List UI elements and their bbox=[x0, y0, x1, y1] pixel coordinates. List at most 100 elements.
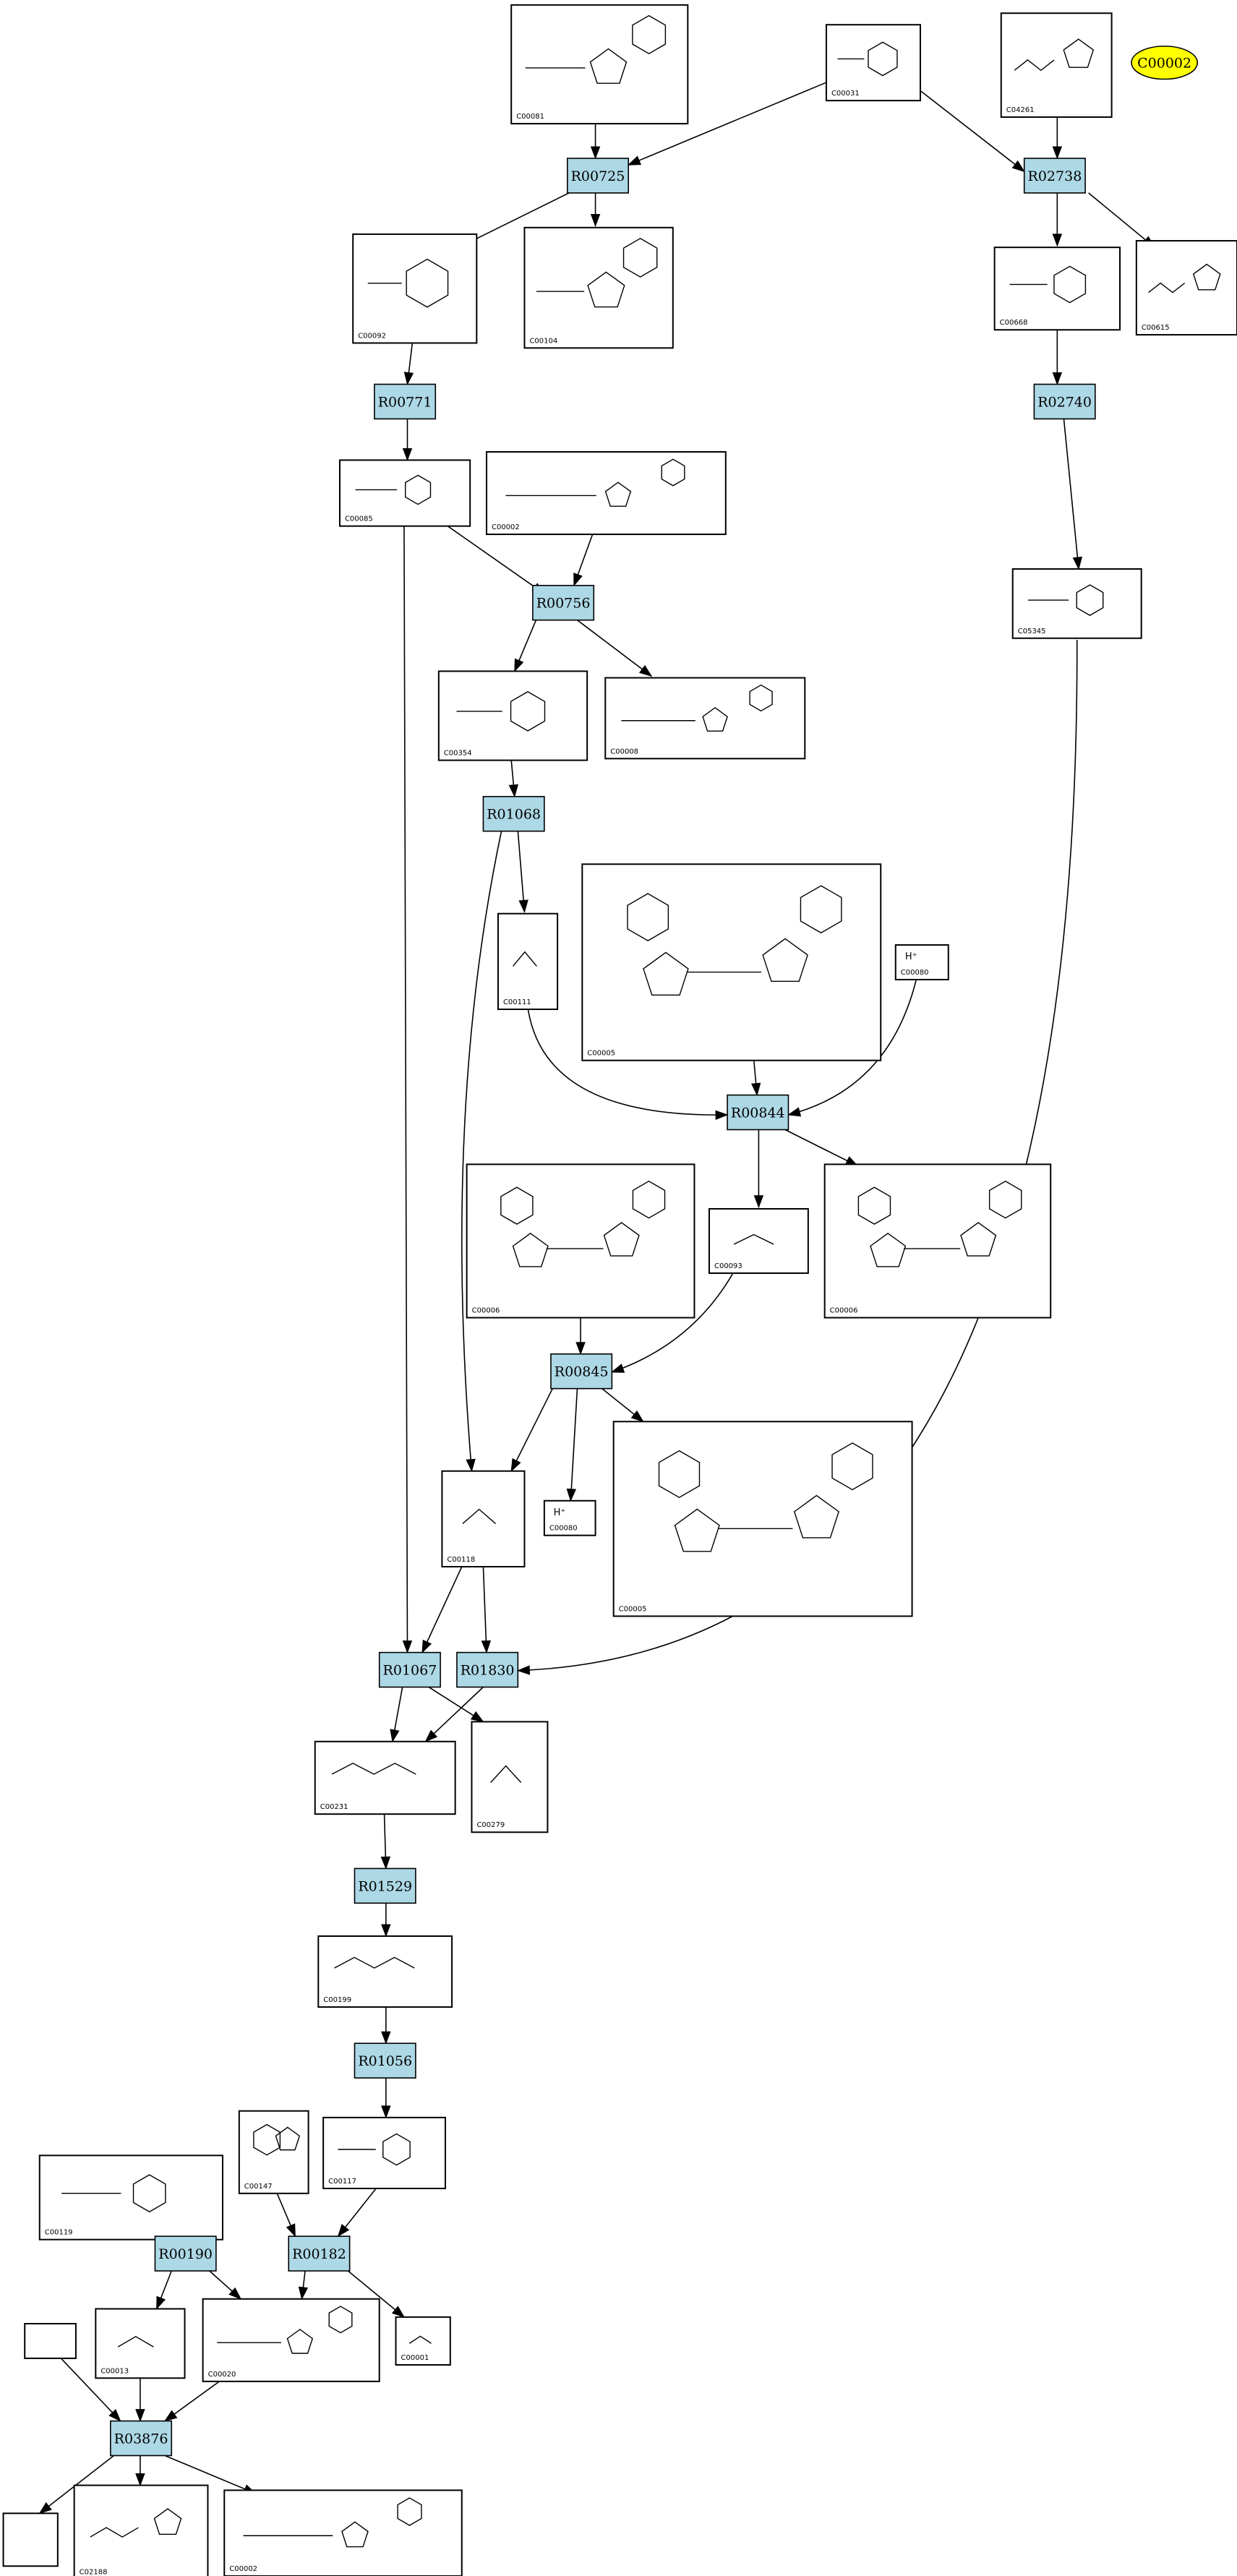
compound-node[interactable]: C00147 bbox=[238, 2110, 309, 2194]
compound-node[interactable]: C00006 bbox=[466, 1163, 695, 1319]
compound-node[interactable]: C00020 bbox=[202, 2298, 380, 2382]
compound-node[interactable] bbox=[2, 2512, 59, 2567]
reaction-box bbox=[1023, 158, 1086, 194]
reaction-node[interactable]: R01067 bbox=[378, 1651, 441, 1688]
compound-node[interactable]: C04261 bbox=[1000, 12, 1113, 118]
compound-box bbox=[317, 1935, 453, 2008]
compound-node[interactable]: C02188 bbox=[73, 2484, 209, 2576]
compound-id: C00118 bbox=[447, 1556, 475, 1564]
pathway-edge bbox=[155, 2270, 173, 2310]
compound-node[interactable]: H⁺C00080 bbox=[543, 1499, 596, 1536]
reaction-node[interactable]: R00845 bbox=[550, 1353, 613, 1390]
pathway-edge bbox=[516, 640, 1078, 1675]
compound-node[interactable] bbox=[24, 2322, 77, 2359]
compound-node[interactable]: C00005 bbox=[581, 863, 882, 1061]
structure-glyph bbox=[253, 2123, 301, 2156]
compound-id: C00006 bbox=[472, 1307, 500, 1315]
pathway-edge bbox=[380, 1814, 391, 1870]
compound-node[interactable]: C00085 bbox=[338, 459, 471, 527]
compound-box bbox=[523, 226, 674, 349]
reaction-node[interactable]: R00182 bbox=[288, 2235, 351, 2272]
compound-node[interactable]: C00354 bbox=[437, 670, 588, 761]
compound-node[interactable]: H⁺C00080 bbox=[894, 944, 949, 980]
compound-box bbox=[1011, 568, 1142, 639]
reaction-box bbox=[532, 584, 595, 621]
compound-id: C00005 bbox=[619, 1605, 647, 1613]
arrowhead bbox=[510, 1458, 521, 1472]
compound-node[interactable]: C05345 bbox=[1011, 568, 1142, 639]
compound-node[interactable]: C00031 bbox=[825, 24, 921, 102]
orphan-compound[interactable]: C00002 bbox=[1131, 46, 1199, 80]
pathway-edge bbox=[209, 2270, 242, 2300]
compound-node[interactable]: C00117 bbox=[322, 2116, 446, 2189]
compound-node[interactable]: C00092 bbox=[352, 233, 478, 344]
compound-box bbox=[2, 2512, 59, 2567]
compound-box bbox=[73, 2484, 209, 2576]
arrowhead bbox=[1072, 556, 1083, 570]
reaction-node[interactable]: R00190 bbox=[154, 2235, 217, 2272]
reaction-node[interactable]: R03876 bbox=[110, 2420, 173, 2457]
compound-node[interactable]: C00199 bbox=[317, 1935, 453, 2008]
compound-id: C00085 bbox=[345, 515, 373, 523]
reaction-node[interactable]: R01529 bbox=[354, 1867, 416, 1904]
compound-id: C00092 bbox=[358, 332, 386, 340]
compound-node[interactable]: C00615 bbox=[1135, 240, 1237, 336]
compound-node[interactable]: C00002 bbox=[485, 451, 727, 536]
reaction-node[interactable]: R00844 bbox=[727, 1094, 789, 1131]
reaction-node[interactable]: R02738 bbox=[1023, 158, 1086, 194]
reaction-id: R01068 bbox=[487, 807, 541, 823]
compound-node[interactable]: C00005 bbox=[612, 1421, 913, 1617]
reaction-box bbox=[456, 1651, 519, 1688]
compound-node[interactable]: C00013 bbox=[95, 2308, 186, 2379]
pathway-edge bbox=[381, 2078, 391, 2119]
reaction-box bbox=[110, 2420, 173, 2457]
pathway-edge bbox=[920, 90, 1025, 173]
compound-node[interactable]: C00279 bbox=[471, 1721, 549, 1833]
reaction-node[interactable]: R01056 bbox=[354, 2042, 416, 2079]
pathway-edge bbox=[481, 1566, 492, 1654]
pathway-edge bbox=[527, 1007, 729, 1121]
pathway-edge bbox=[1088, 192, 1156, 249]
arrowhead bbox=[470, 1711, 484, 1723]
reaction-node[interactable]: R01830 bbox=[456, 1651, 519, 1688]
pathway-edge bbox=[1052, 330, 1063, 385]
arrowhead bbox=[402, 448, 413, 461]
reaction-node[interactable]: R02740 bbox=[1033, 383, 1096, 420]
reaction-node[interactable]: R01068 bbox=[482, 795, 545, 832]
compound-id: C00147 bbox=[244, 2183, 273, 2191]
compound-node[interactable]: C00231 bbox=[314, 1740, 456, 1815]
structure-glyph bbox=[217, 2306, 353, 2354]
compound-box bbox=[95, 2308, 186, 2379]
compound-node[interactable]: C00668 bbox=[993, 247, 1121, 331]
compound-node[interactable]: C00111 bbox=[497, 912, 559, 1011]
pathway-edge bbox=[135, 2378, 145, 2423]
compound-node[interactable]: C00119 bbox=[38, 2154, 223, 2241]
reaction-node[interactable]: R00725 bbox=[566, 158, 629, 194]
structure-glyph bbox=[525, 14, 667, 84]
arrowhead bbox=[750, 1082, 761, 1097]
compound-node[interactable]: C00006 bbox=[823, 1163, 1052, 1319]
reaction-node[interactable]: R00771 bbox=[374, 383, 437, 420]
structure-glyph bbox=[408, 2335, 432, 2344]
compound-id: C00279 bbox=[476, 1821, 505, 1829]
reaction-id: R01529 bbox=[358, 1878, 412, 1894]
compound-node[interactable]: C00081 bbox=[510, 4, 689, 125]
compound-node[interactable]: C00118 bbox=[441, 1470, 526, 1567]
reaction-node[interactable]: R00756 bbox=[532, 584, 595, 621]
reaction-id: R00190 bbox=[158, 2246, 213, 2262]
arrowhead bbox=[1052, 234, 1063, 247]
compound-node[interactable]: C00008 bbox=[604, 677, 806, 760]
compound-node[interactable]: C00104 bbox=[523, 226, 674, 349]
compound-node[interactable]: C00002 bbox=[223, 2489, 463, 2576]
arrowhead bbox=[381, 2105, 391, 2119]
compound-node[interactable]: C00001 bbox=[395, 2316, 451, 2366]
structure-glyph bbox=[837, 41, 898, 77]
pathway-edge bbox=[627, 82, 827, 166]
reaction-id: R00844 bbox=[731, 1105, 785, 1121]
compound-box bbox=[38, 2154, 223, 2241]
arrowhead bbox=[286, 2223, 296, 2238]
arrowhead bbox=[518, 899, 528, 913]
compound-node[interactable]: C00093 bbox=[708, 1208, 809, 1274]
compound-box bbox=[510, 4, 689, 125]
